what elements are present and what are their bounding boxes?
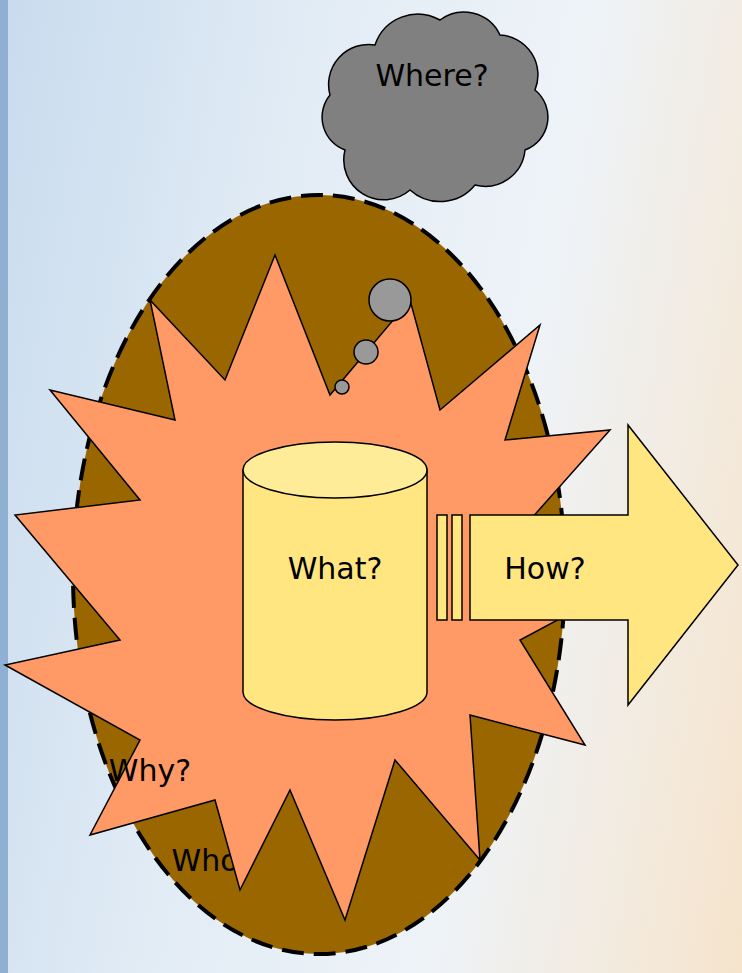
side-strip xyxy=(0,0,8,973)
arrow-shape xyxy=(470,425,738,705)
node-label: How? xyxy=(504,551,585,586)
node-label: Why? xyxy=(109,753,191,788)
cloud-shape xyxy=(322,12,548,201)
cloud-node: Where? xyxy=(300,0,550,200)
node-label: Where? xyxy=(375,58,488,93)
arrow-node: How? xyxy=(468,422,742,712)
thought-bubble xyxy=(354,340,378,364)
cylinder-body xyxy=(243,470,427,720)
thought-bubble xyxy=(335,380,349,394)
cylinder-top xyxy=(243,442,427,498)
pipe-bar xyxy=(437,515,447,620)
node-outline xyxy=(300,0,550,200)
thought-bubble xyxy=(369,279,411,321)
pipe-bar xyxy=(452,515,462,620)
node-label: What? xyxy=(288,551,383,586)
cylinder-node: What? xyxy=(242,440,428,722)
